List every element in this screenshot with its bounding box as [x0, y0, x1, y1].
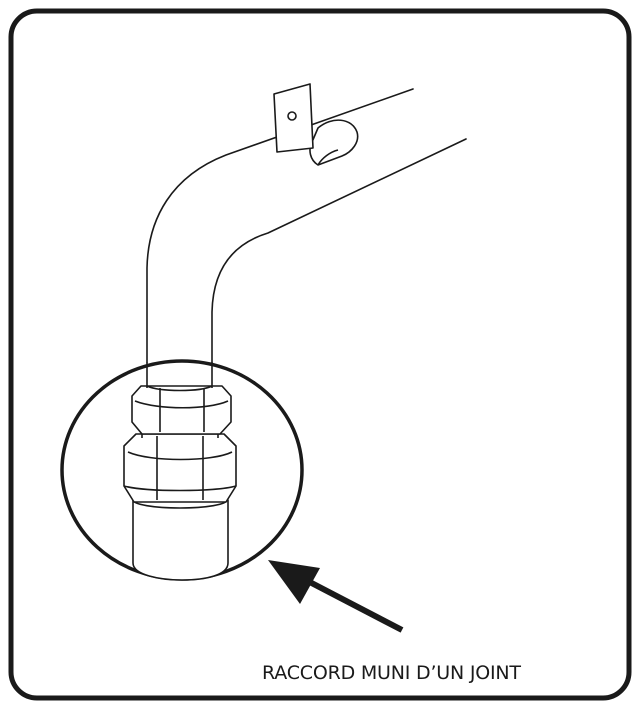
pipe: [146, 88, 467, 363]
pipe-inner-edge: [211, 138, 467, 363]
lower-hex-nut: [123, 433, 237, 503]
pipe-outer-edge: [146, 88, 414, 363]
figure-border: [8, 8, 632, 701]
fitting: [123, 362, 237, 581]
mounting-bracket: [273, 83, 359, 166]
diagram-caption: RACCORD MUNI D’UN JOINT: [262, 662, 521, 684]
upper-hex-nut: [131, 385, 232, 435]
arrow-pointer: [268, 560, 404, 633]
fitting-body: [132, 499, 229, 581]
